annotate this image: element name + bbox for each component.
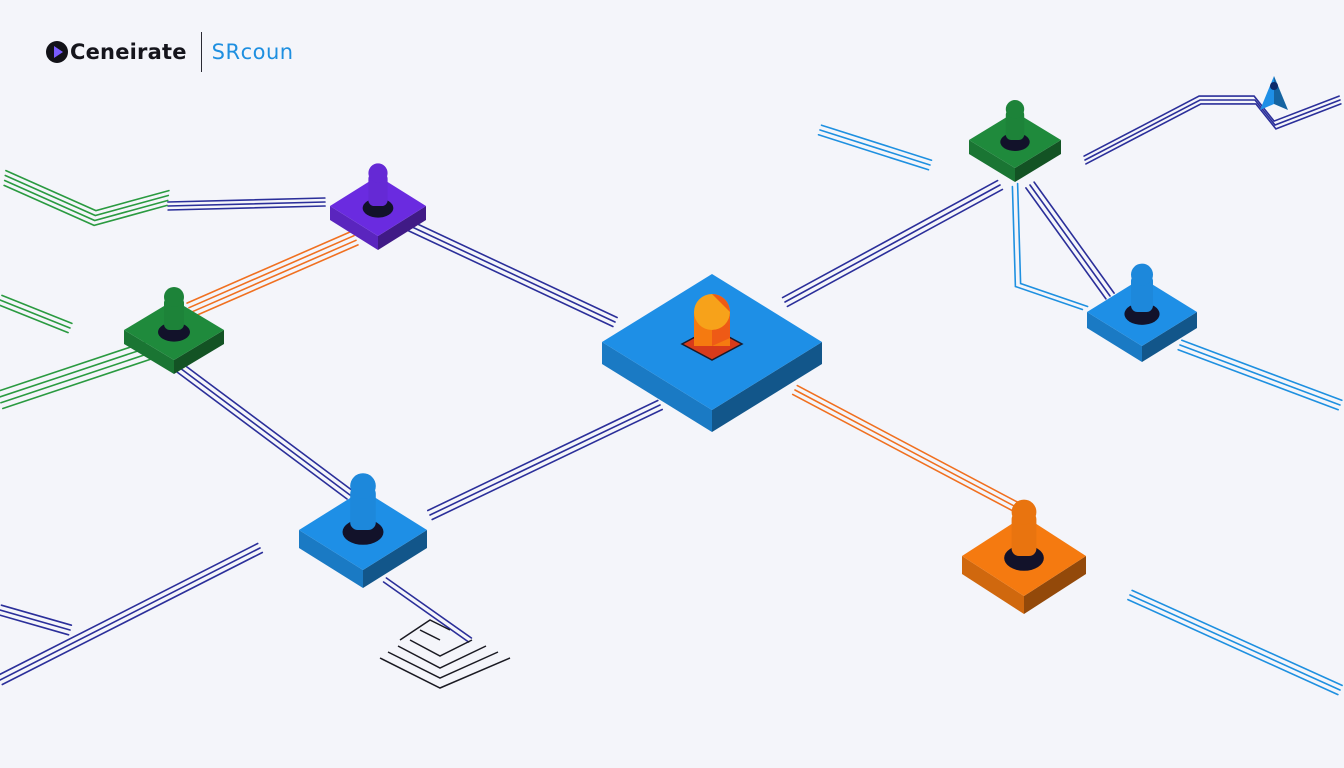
green-node-left xyxy=(124,287,224,374)
blue-node-bottom xyxy=(299,473,427,588)
flame-icon xyxy=(680,294,744,361)
brand-logo[interactable]: Ceneirate SRcoun xyxy=(46,30,294,74)
purple-node xyxy=(330,163,426,250)
pin-icon xyxy=(362,163,394,218)
line-hub-to-orange xyxy=(791,384,1022,514)
line-sky-top xyxy=(817,124,933,171)
line-blue-to-hub xyxy=(427,399,663,521)
line-right-lower xyxy=(1177,339,1343,411)
brand-name-right: SRcoun xyxy=(211,40,294,64)
pin-icon xyxy=(1124,263,1160,325)
orange-node xyxy=(962,499,1086,614)
line-bottom-right xyxy=(1127,589,1343,696)
pyramid-icon xyxy=(1260,76,1288,110)
line-blue-to-maze xyxy=(382,577,473,643)
logo-icon xyxy=(46,41,68,63)
line-bottom-left-long xyxy=(0,542,264,686)
line-top-right xyxy=(1083,95,1342,165)
pin-icon xyxy=(1004,499,1044,571)
blue-node-right xyxy=(1087,263,1197,362)
line-purple-to-hub xyxy=(407,220,618,328)
hub-node xyxy=(602,274,822,432)
pin-icon xyxy=(1000,100,1030,151)
line-left-to-purple xyxy=(167,197,326,211)
line-green-far-left xyxy=(3,169,170,227)
line-green-to-blue xyxy=(176,363,354,500)
green-node-top xyxy=(969,100,1061,182)
line-green-top-to-blue-right xyxy=(1025,181,1115,300)
line-green-left-stub xyxy=(0,294,73,334)
line-orange-green-to-purple xyxy=(186,230,359,318)
line-sky-branch xyxy=(1011,182,1089,311)
line-green-left-lower xyxy=(0,340,154,410)
maze-icon xyxy=(379,619,511,689)
connection-lines xyxy=(0,95,1343,696)
brand-divider xyxy=(200,32,202,72)
pin-icon xyxy=(342,473,384,545)
pyramid-marker xyxy=(1260,76,1288,110)
line-hub-to-green-top xyxy=(781,179,1004,308)
brand-name-left: Ceneirate xyxy=(70,40,187,64)
line-bottom-left-stub xyxy=(0,604,73,636)
diagram-nodes xyxy=(124,76,1288,614)
pin-icon xyxy=(158,287,190,342)
